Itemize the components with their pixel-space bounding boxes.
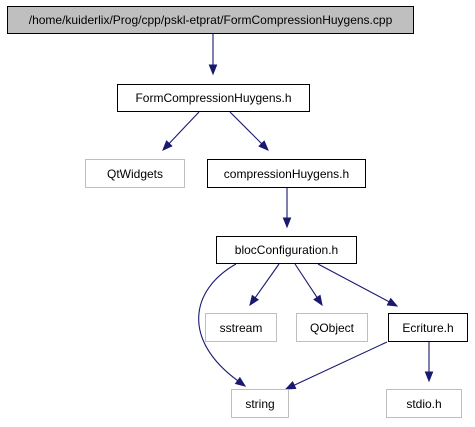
edge-blocconf-to-string (198, 263, 247, 387)
edge-line (293, 341, 388, 386)
node-root-file: /home/kuiderlix/Prog/cpp/pskl-etprat/For… (7, 6, 414, 34)
edge-formh-to-comph (229, 111, 269, 151)
edge-blocconf-to-sstream (249, 263, 280, 307)
node-stdio-h: stdio.h (386, 389, 462, 418)
node-sstream: sstream (205, 313, 277, 342)
edge-blocconf-to-ecriture (317, 263, 399, 307)
node-compressionhuygens-h[interactable]: compressionHuygens.h (207, 159, 366, 188)
edge-line (198, 263, 239, 382)
edge-arrowhead (284, 381, 297, 390)
edge-arrowhead (162, 140, 173, 151)
edge-arrowhead (234, 376, 247, 387)
edge-ecriture-to-string (284, 341, 388, 390)
edge-arrowhead (282, 217, 292, 229)
node-string: string (231, 389, 289, 418)
edge-arrowhead (424, 371, 434, 383)
edge-line (168, 111, 200, 144)
edge-arrowhead (249, 294, 260, 307)
edge-ecriture-to-stdio (424, 342, 434, 383)
edge-arrowhead (386, 297, 399, 307)
node-formcompressionhuygens-h[interactable]: FormCompressionHuygens.h (117, 84, 310, 112)
node-blocconfiguration-h[interactable]: blocConfiguration.h (216, 236, 357, 264)
edge-formh-to-qtwidgets (162, 111, 200, 151)
node-qobject: QObject (296, 313, 368, 342)
edge-line (254, 263, 280, 298)
node-ecriture-h[interactable]: Ecriture.h (388, 313, 468, 342)
edge-arrowhead (258, 140, 269, 151)
edge-blocconf-to-qobject (294, 263, 323, 307)
edge-arrowhead (208, 64, 218, 76)
edge-comph-to-blocconf (282, 188, 292, 229)
edge-line (229, 111, 263, 145)
edge-root-to-formh (208, 34, 218, 76)
node-qtwidgets: QtWidgets (85, 159, 185, 188)
edge-arrowhead (313, 294, 323, 307)
edge-line (294, 263, 318, 298)
edge-line (317, 263, 390, 303)
